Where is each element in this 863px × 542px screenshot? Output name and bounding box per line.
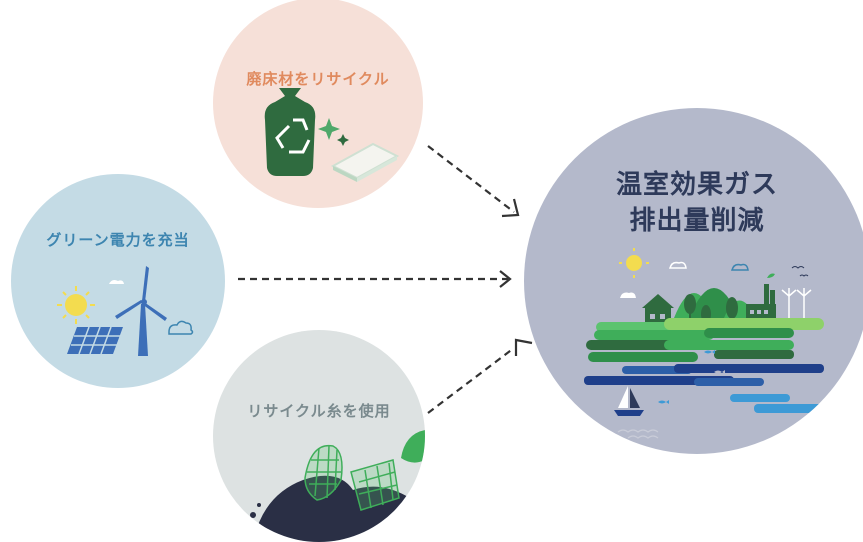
sparkle-icon [318, 118, 340, 140]
recycle-waste-circle: 廃床材をリサイクル [213, 0, 423, 208]
sailboat-icon [614, 386, 644, 416]
arrow-from-recycled-yarn [427, 347, 515, 414]
cloud-outline-icon [168, 320, 194, 335]
wind-turbine-icon [115, 266, 167, 356]
ghg-reduction-circle: 温室効果ガス 排出量削減 [524, 108, 863, 454]
leaf-icon [401, 430, 425, 463]
arrowhead-1 [501, 198, 520, 218]
recycled-yarn-circle: リサイクル糸を使用 [213, 330, 425, 542]
wind-turbine-icon [781, 288, 812, 320]
green-power-circle: グリーン電力を充当 [11, 174, 225, 388]
green-power-label: グリーン電力を充当 [46, 231, 190, 249]
recycle-bag-icon [264, 88, 400, 182]
yarn-pile [253, 475, 425, 542]
cloud-icon [109, 280, 124, 284]
fishing-net-icon [304, 444, 400, 511]
sun-icon [619, 248, 649, 278]
arrowhead-2 [499, 270, 512, 288]
recycled-yarn-label: リサイクル糸を使用 [247, 402, 391, 420]
arrow-from-recycle-waste [427, 145, 515, 213]
ghg-title-line2: 排出量削減 [629, 206, 765, 236]
eco-landscape-illustration [584, 248, 824, 439]
recycle-waste-label: 廃床材をリサイクル [246, 70, 390, 88]
ghg-title-line1: 温室効果ガス [615, 170, 778, 200]
sun-icon [57, 286, 95, 324]
solar-panel-icon [67, 326, 123, 355]
